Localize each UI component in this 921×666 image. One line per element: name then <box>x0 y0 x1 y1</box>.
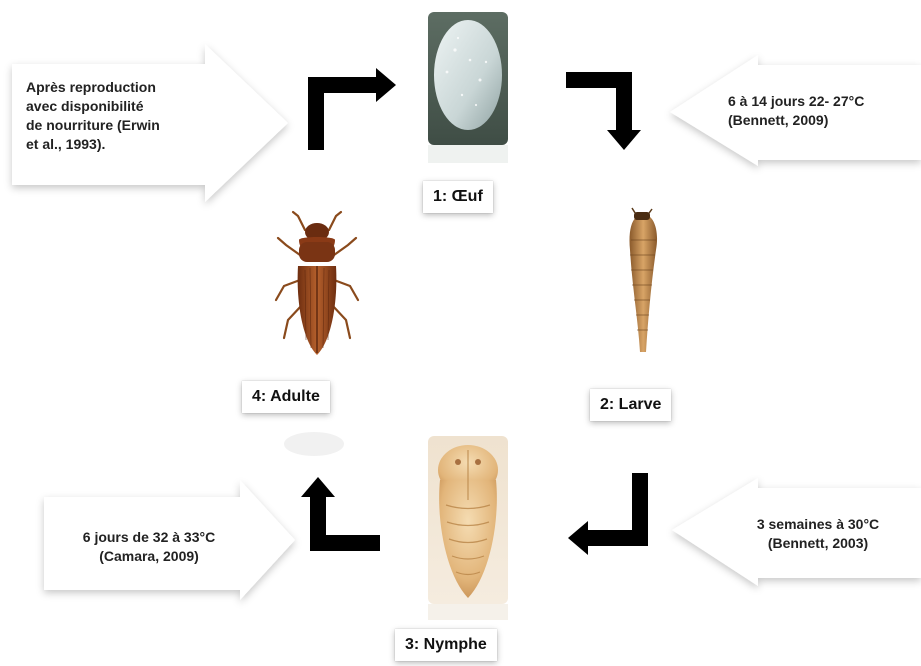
callout-line: 6 jours de 32 à 33°C <box>54 528 244 547</box>
callout-line: (Bennett, 2009) <box>728 111 918 130</box>
arrow-egg-to-larva <box>566 80 624 130</box>
egg-image <box>428 12 508 163</box>
callout-line: et al., 1993). <box>26 135 206 154</box>
pupa-image <box>428 436 508 620</box>
callout-line: 3 semaines à 30°C <box>718 515 918 534</box>
arrow-pupa-to-adult <box>318 497 380 543</box>
callout-line: (Bennett, 2003) <box>718 534 918 553</box>
callout-line: avec disponibilité <box>26 97 206 116</box>
callout-line: Après reproduction <box>26 78 206 97</box>
stage-label-egg: 1: Œuf <box>423 181 493 213</box>
callout-top-left-text: Après reproduction avec disponibilité de… <box>26 78 206 154</box>
callout-bottom-right-text: 3 semaines à 30°C (Bennett, 2003) <box>718 515 918 553</box>
larva-image <box>630 208 658 352</box>
arrow-adult-to-egg <box>316 85 376 150</box>
stage-label-adult: 4: Adulte <box>242 381 330 413</box>
callout-bottom-left-text: 6 jours de 32 à 33°C (Camara, 2009) <box>54 528 244 566</box>
callout-top-right-text: 6 à 14 jours 22- 27°C (Bennett, 2009) <box>728 92 918 130</box>
stage-label-larva: 2: Larve <box>590 389 671 421</box>
callout-line: (Camara, 2009) <box>54 547 244 566</box>
arrow-larva-to-pupa <box>588 473 640 538</box>
stage-label-pupa: 3: Nymphe <box>395 629 497 661</box>
callout-line: de nourriture (Erwin <box>26 116 206 135</box>
callout-line: 6 à 14 jours 22- 27°C <box>728 92 918 111</box>
adult-beetle-image <box>246 196 388 386</box>
